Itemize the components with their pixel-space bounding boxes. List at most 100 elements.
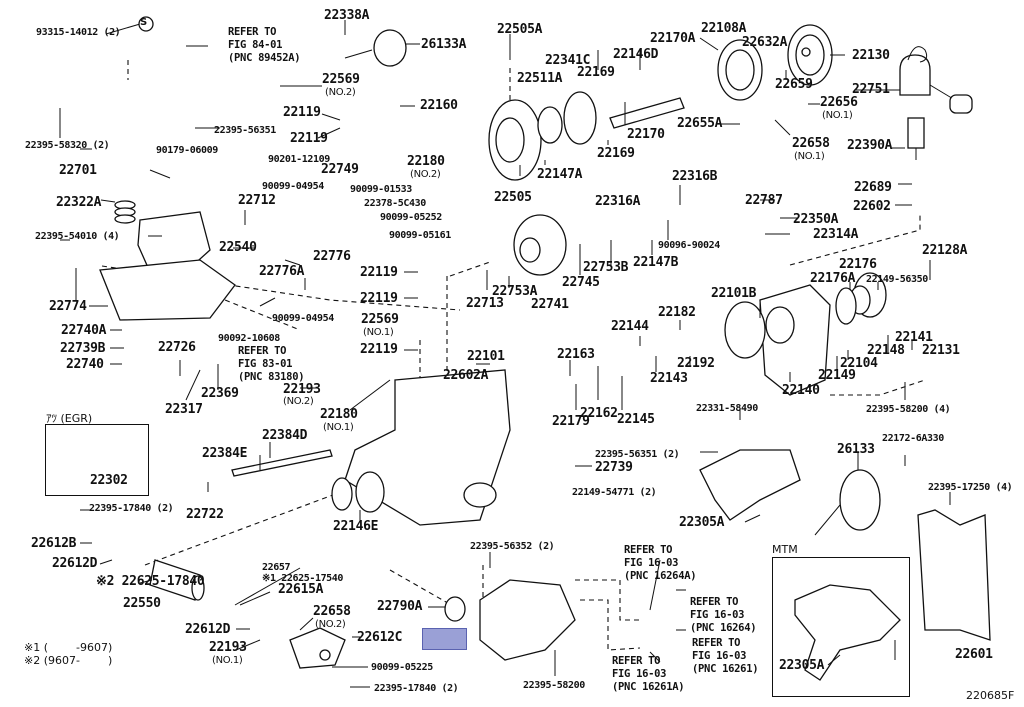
part-label[interactable]: 22612C [357, 630, 403, 645]
part-label[interactable]: 22701 [59, 163, 97, 178]
part-label[interactable]: 22148 [867, 343, 905, 358]
part-label[interactable]: 22193 [283, 382, 321, 397]
part-label[interactable]: 22193 [209, 640, 247, 655]
part-label[interactable]: 22511A [517, 71, 563, 86]
part-label[interactable]: 22751 [852, 82, 890, 97]
part-label[interactable]: 22602A [443, 368, 489, 383]
part-label[interactable]: 22317 [165, 402, 203, 417]
part-label[interactable]: 22322A [56, 195, 102, 210]
part-label[interactable]: 22305A [679, 515, 725, 530]
part-label[interactable]: 22147B [633, 255, 679, 270]
part-label[interactable]: 22314A [813, 227, 859, 242]
part-label[interactable]: 22787 [745, 193, 783, 208]
part-label[interactable]: 22331-58490 [696, 403, 758, 414]
part-label[interactable]: 90092-10608 [218, 333, 280, 344]
part-label[interactable]: 22146E [333, 519, 379, 534]
part-label[interactable]: 22141 [895, 330, 933, 345]
refer-to-label[interactable]: REFER TO FIG 16-03 (PNC 16264) [690, 596, 757, 634]
part-label[interactable]: 22395-58200 (4) [866, 404, 951, 415]
part-label[interactable]: 22601 [955, 647, 993, 662]
part-label[interactable]: 22540 [219, 240, 257, 255]
part-label[interactable]: 22655A [677, 116, 723, 131]
part-label[interactable]: 22395-58200 [523, 680, 585, 691]
part-label[interactable]: 22658 [313, 604, 351, 619]
part-label[interactable]: 22384D [262, 428, 308, 443]
part-label[interactable]: 22774 [49, 299, 87, 314]
part-label[interactable]: 22163 [557, 347, 595, 362]
part-label[interactable]: 22147A [537, 167, 583, 182]
part-label[interactable]: 22776A [259, 264, 305, 279]
part-label[interactable]: 22180 [320, 407, 358, 422]
part-label[interactable]: 22505 [494, 190, 532, 205]
part-label[interactable]: 22119 [360, 291, 398, 306]
part-label[interactable]: 22656 [820, 95, 858, 110]
part-label[interactable]: 22149 [818, 368, 856, 383]
part-label[interactable]: 22170A [650, 31, 696, 46]
part-label[interactable]: 22192 [677, 356, 715, 371]
part-label[interactable]: 22104 [840, 356, 878, 371]
part-label[interactable]: 22316A [595, 194, 641, 209]
part-label[interactable]: 22776 [313, 249, 351, 264]
part-label[interactable]: 22350A [793, 212, 839, 227]
part-label[interactable]: 22569 [361, 312, 399, 327]
refer-to-label[interactable]: REFER TO FIG 84-01 (PNC 89452A) [228, 26, 301, 64]
part-label[interactable]: 22170 [627, 127, 665, 142]
part-label[interactable]: 22395-56351 (2) [595, 449, 680, 460]
part-label[interactable]: 93315-14012 (2) [36, 27, 121, 38]
part-label[interactable]: 90099-05252 [380, 212, 442, 223]
part-label[interactable]: 22302 [90, 473, 128, 488]
part-label[interactable]: 22550 [123, 596, 161, 611]
part-label[interactable]: 22179 [552, 414, 590, 429]
part-label[interactable]: 22143 [650, 371, 688, 386]
part-label[interactable]: 22144 [611, 319, 649, 334]
part-label[interactable]: 22140 [782, 383, 820, 398]
part-label[interactable]: 22602 [853, 199, 891, 214]
part-label[interactable]: 22741 [531, 297, 569, 312]
part-label[interactable]: 22145 [617, 412, 655, 427]
refer-to-label[interactable]: REFER TO FIG 16-03 (PNC 16261A) [612, 655, 685, 693]
part-label[interactable]: 22395-17840 (2) [374, 683, 459, 694]
part-label[interactable]: 22378-5C430 [364, 198, 426, 209]
part-label[interactable]: 22338A [324, 8, 370, 23]
part-label[interactable]: 26133A [421, 37, 467, 52]
part-label[interactable]: 90096-90024 [658, 240, 720, 251]
part-label[interactable]: 22395-56351 [214, 125, 276, 136]
part-label[interactable]: 22395-17250 (4) [928, 482, 1013, 493]
part-label[interactable]: 22740 [66, 357, 104, 372]
part-label[interactable]: 22615A [278, 582, 324, 597]
part-label[interactable]: 22740A [61, 323, 107, 338]
part-label[interactable]: 22146D [613, 47, 659, 62]
refer-to-label[interactable]: REFER TO FIG 83-01 (PNC 83180) [238, 345, 305, 383]
part-label[interactable]: 22369 [201, 386, 239, 401]
part-label[interactable]: 26133 [837, 442, 875, 457]
part-label[interactable]: 22722 [186, 507, 224, 522]
part-label[interactable]: 22753B [583, 260, 629, 275]
part-label[interactable]: 22119 [290, 131, 328, 146]
part-label[interactable]: 90099-01533 [350, 184, 412, 195]
part-label[interactable]: 90099-04954 [272, 313, 334, 324]
part-label[interactable]: 22689 [854, 180, 892, 195]
part-label[interactable]: 22169 [577, 65, 615, 80]
part-label[interactable]: 22182 [658, 305, 696, 320]
part-label[interactable]: 22149-54771 (2) [572, 487, 657, 498]
part-label[interactable]: 22753A [492, 284, 538, 299]
part-label[interactable]: 22749 [321, 162, 359, 177]
part-label[interactable]: 22505A [497, 22, 543, 37]
part-label[interactable]: 22569 [322, 72, 360, 87]
refer-to-label[interactable]: REFER TO FIG 16-03 (PNC 16261) [692, 637, 759, 675]
part-label[interactable]: 22712 [238, 193, 276, 208]
part-label[interactable]: 22395-58320 (2) [25, 140, 110, 151]
part-label[interactable]: 22131 [922, 343, 960, 358]
part-label[interactable]: 22745 [562, 275, 600, 290]
part-label[interactable]: 22169 [597, 146, 635, 161]
part-label[interactable]: 90201-12109 [268, 154, 330, 165]
part-label[interactable]: 22176A [810, 271, 856, 286]
part-label[interactable]: 22790A [377, 599, 423, 614]
part-label[interactable]: 22658 [792, 136, 830, 151]
part-label[interactable]: 22128A [922, 243, 968, 258]
part-label[interactable]: 22612D [52, 556, 98, 571]
part-label[interactable]: 22101B [711, 286, 757, 301]
part-label[interactable]: 22180 [407, 154, 445, 169]
part-label[interactable]: 22341C [545, 53, 591, 68]
part-label[interactable]: 22108A [701, 21, 747, 36]
